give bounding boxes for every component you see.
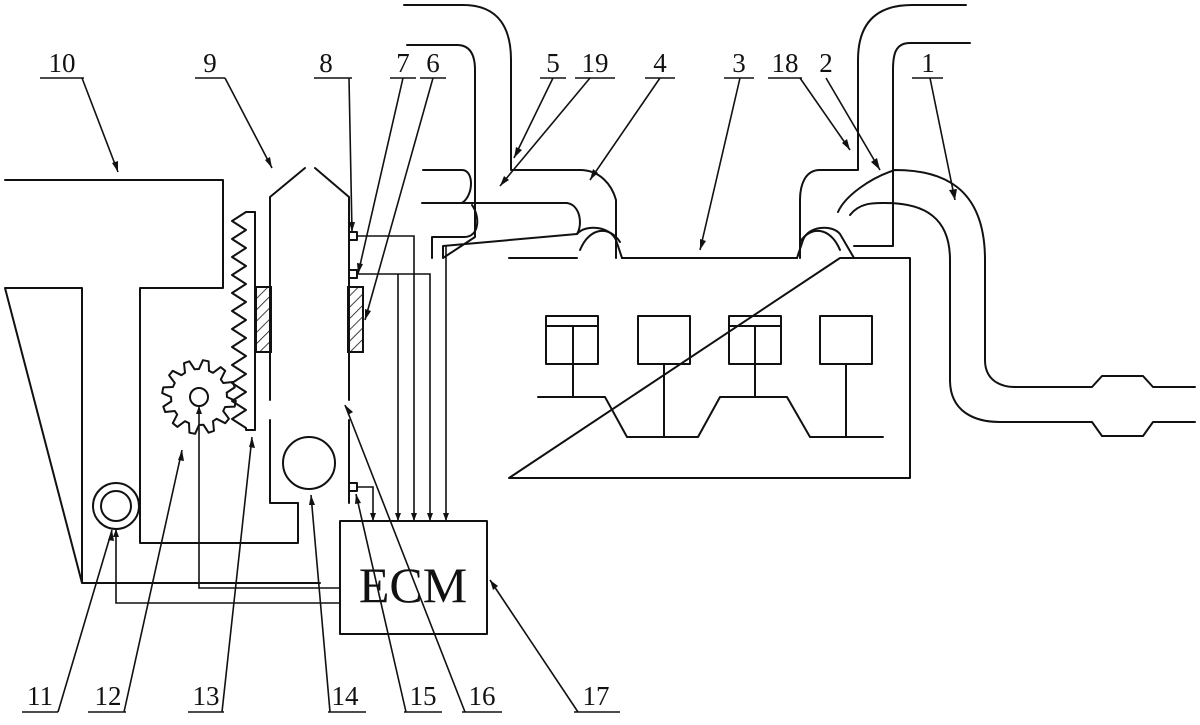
callout-4: 4 — [589, 48, 675, 181]
svg-text:16: 16 — [469, 681, 496, 711]
support-block-left — [255, 286, 272, 353]
piston-4 — [819, 315, 873, 438]
callout-13: 13 — [188, 436, 253, 713]
callout-6: 6 — [364, 48, 446, 321]
piston-3 — [728, 315, 782, 398]
valve-ball — [282, 436, 336, 490]
position-sensor — [348, 482, 358, 492]
valve-bore — [269, 167, 350, 504]
svg-text:3: 3 — [732, 48, 746, 78]
rear-sensor — [348, 269, 358, 279]
callout-3: 3 — [699, 48, 754, 251]
actuator-housing — [4, 179, 321, 584]
svg-text:18: 18 — [772, 48, 799, 78]
callout-14: 14 — [310, 494, 366, 713]
svg-text:5: 5 — [546, 48, 560, 78]
ecm: ECM — [339, 520, 488, 635]
exhaust-pipe — [799, 4, 971, 259]
callout-19: 19 — [499, 48, 615, 187]
svg-text:7: 7 — [396, 48, 410, 78]
rack — [231, 211, 256, 431]
callout-2: 2 — [819, 48, 881, 171]
svg-text:13: 13 — [193, 681, 220, 711]
svg-text:11: 11 — [27, 681, 53, 711]
callout-16: 16 — [344, 404, 502, 713]
callout-15: 15 — [355, 493, 442, 713]
callout-5: 5 — [513, 48, 566, 159]
svg-text:15: 15 — [410, 681, 437, 711]
svg-text:6: 6 — [426, 48, 440, 78]
callout-18: 18 — [768, 48, 851, 151]
callout-10: 10 — [40, 48, 119, 173]
svg-text:9: 9 — [203, 48, 217, 78]
svg-text:12: 12 — [95, 681, 122, 711]
callout-9: 9 — [195, 48, 273, 169]
callout-11: 11 — [22, 529, 113, 713]
wire-arrows — [113, 406, 449, 537]
svg-text:2: 2 — [819, 48, 833, 78]
piston-1 — [545, 315, 599, 398]
piston-2 — [637, 315, 691, 438]
callout-8: 8 — [314, 48, 353, 233]
svg-text:10: 10 — [49, 48, 76, 78]
svg-text:1: 1 — [921, 48, 935, 78]
svg-text:17: 17 — [583, 681, 610, 711]
callout-17: 17 — [489, 579, 620, 713]
ecm-label: ECM — [359, 557, 467, 613]
leader-arrows — [108, 139, 957, 590]
front-sensor — [348, 231, 358, 241]
svg-text:8: 8 — [319, 48, 333, 78]
svg-text:14: 14 — [332, 681, 360, 711]
svg-text:4: 4 — [653, 48, 667, 78]
support-block-right — [347, 286, 364, 353]
intake-pipe — [403, 4, 617, 259]
callout-1: 1 — [912, 48, 956, 201]
callout-12: 12 — [88, 449, 183, 713]
engine-block — [508, 229, 911, 479]
svg-text:19: 19 — [582, 48, 609, 78]
signal-wires — [115, 235, 447, 604]
callout-7: 7 — [357, 48, 416, 275]
tail-pipe — [837, 169, 1196, 437]
motor — [92, 482, 140, 530]
